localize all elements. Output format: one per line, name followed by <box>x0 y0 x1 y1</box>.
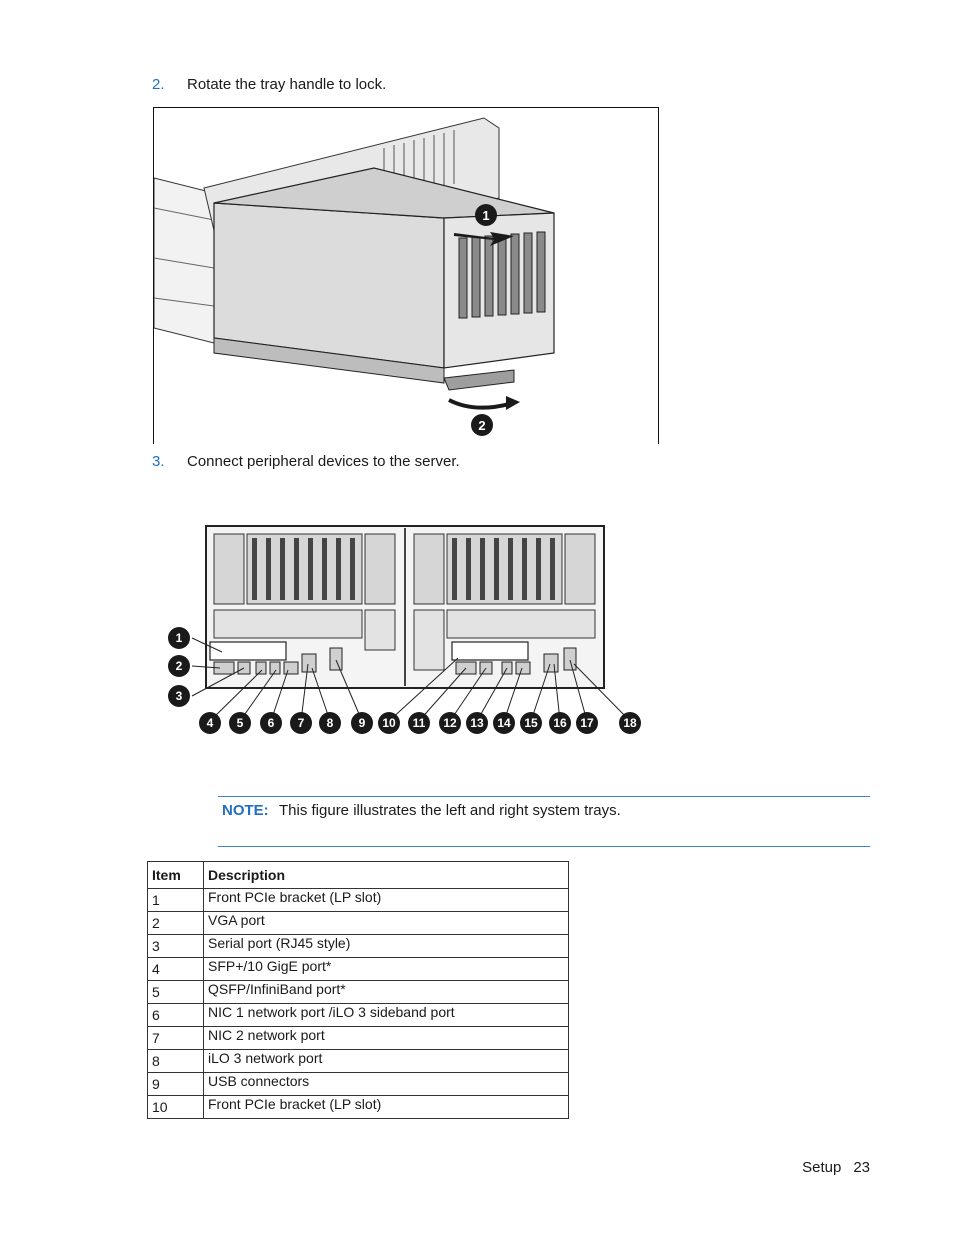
callout-11: 11 <box>413 716 426 730</box>
page-number: 23 <box>853 1159 870 1176</box>
callout-marker <box>378 712 400 734</box>
callout-marker <box>319 712 341 734</box>
callout-12: 12 <box>443 716 457 730</box>
callout-3: 3 <box>176 689 183 703</box>
callout-10: 10 <box>382 716 396 730</box>
item-description-cell: Serial port (RJ45 style) <box>203 934 569 958</box>
step-2: 2. Rotate the tray handle to lock. <box>152 76 386 93</box>
item-number-cell: 8 <box>147 1049 204 1073</box>
callout-marker <box>493 712 515 734</box>
item-number-cell: 10 <box>147 1095 204 1119</box>
column-header-item: Item <box>147 861 204 889</box>
note-text: This figure illustrates the left and rig… <box>279 802 621 819</box>
column-header-description: Description <box>203 861 569 889</box>
callout-marker <box>576 712 598 734</box>
table-header-row: Item Description <box>147 861 569 889</box>
callout-5: 5 <box>237 716 244 730</box>
item-description-cell: Front PCIe bracket (LP slot) <box>203 1095 569 1119</box>
callout-1: 1 <box>482 208 489 223</box>
item-number-cell: 4 <box>147 957 204 981</box>
footer-section: Setup <box>802 1159 842 1176</box>
callout-marker <box>351 712 373 734</box>
callout-2: 2 <box>478 418 485 433</box>
step-text: Rotate the tray handle to lock. <box>187 76 387 93</box>
callout-marker <box>439 712 461 734</box>
note-label: NOTE: <box>222 802 269 819</box>
callout-18: 18 <box>623 716 637 730</box>
item-description-cell: QSFP/InfiniBand port* <box>203 980 569 1004</box>
callout-16: 16 <box>553 716 567 730</box>
callout-marker <box>290 712 312 734</box>
item-description-cell: USB connectors <box>203 1072 569 1096</box>
step-number: 3. <box>152 453 165 470</box>
page-footer: Setup 23 <box>802 1159 870 1176</box>
item-number-cell: 2 <box>147 911 204 935</box>
callout-17: 17 <box>580 716 594 730</box>
callout-marker <box>619 712 641 734</box>
callout-marker <box>520 712 542 734</box>
callout-marker <box>168 685 190 707</box>
callout-13: 13 <box>470 716 484 730</box>
callout-1: 1 <box>176 631 183 645</box>
tray-handle-figure: 1 2 <box>153 107 659 444</box>
item-number-cell: 9 <box>147 1072 204 1096</box>
callout-marker <box>549 712 571 734</box>
item-number-cell: 5 <box>147 980 204 1004</box>
item-description-cell: NIC 1 network port /iLO 3 sideband port <box>203 1003 569 1027</box>
note-box: NOTE: This figure illustrates the left a… <box>218 796 870 847</box>
step-text: Connect peripheral devices to the server… <box>187 453 460 470</box>
callout-marker <box>199 712 221 734</box>
callout-7: 7 <box>298 716 305 730</box>
callout-2: 2 <box>176 659 183 673</box>
item-description-cell: NIC 2 network port <box>203 1026 569 1050</box>
callout-6: 6 <box>268 716 275 730</box>
server-tray-illustration: 1 2 <box>153 117 555 436</box>
callout-4: 4 <box>207 716 214 730</box>
item-number-cell: 6 <box>147 1003 204 1027</box>
callout-8: 8 <box>327 716 334 730</box>
callout-marker <box>466 712 488 734</box>
item-description-cell: Front PCIe bracket (LP slot) <box>203 888 569 912</box>
callout-marker <box>168 655 190 677</box>
item-description-cell: VGA port <box>203 911 569 935</box>
item-number-cell: 7 <box>147 1026 204 1050</box>
callout-marker <box>168 627 190 649</box>
callout-15: 15 <box>524 716 538 730</box>
item-description-cell: SFP+/10 GigE port* <box>203 957 569 981</box>
callout-marker <box>408 712 430 734</box>
callout-14: 14 <box>497 716 511 730</box>
item-description-cell: iLO 3 network port <box>203 1049 569 1073</box>
callout-marker <box>229 712 251 734</box>
step-number: 2. <box>152 76 165 93</box>
step-3: 3. Connect peripheral devices to the serv… <box>152 453 460 470</box>
item-number-cell: 3 <box>147 934 204 958</box>
callout-marker <box>260 712 282 734</box>
item-number-cell: 1 <box>147 888 204 912</box>
callout-9: 9 <box>359 716 366 730</box>
